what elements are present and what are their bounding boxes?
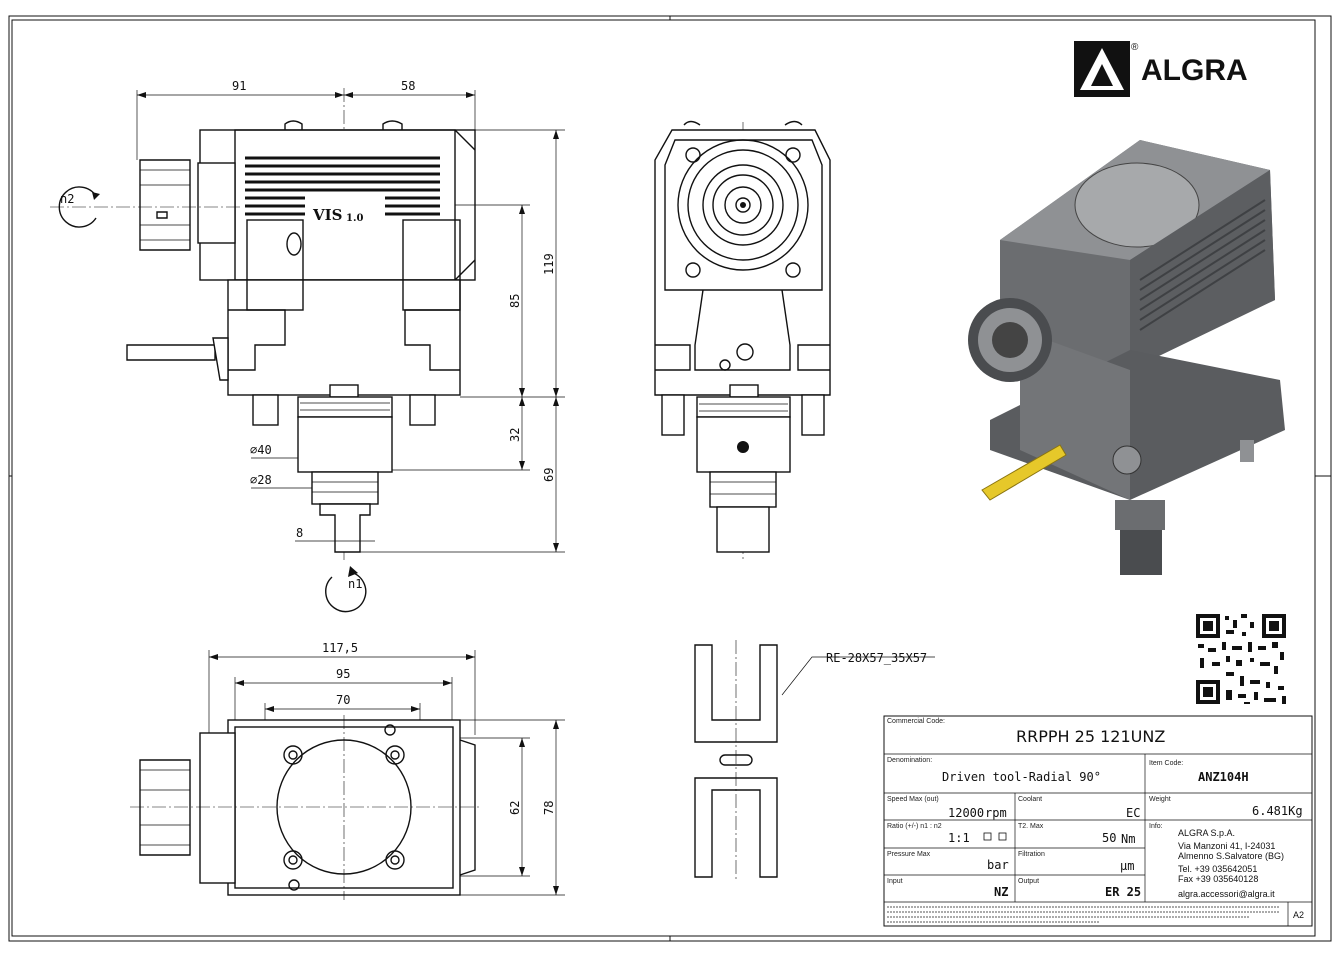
rotation-n2-icon: n2: [58, 186, 100, 228]
info-line-5: Fax +39 035640128: [1178, 874, 1258, 884]
info-line-2: Via Manzoni 41, I-24031: [1178, 841, 1275, 851]
dim-85: 85: [508, 294, 522, 308]
torque-label: T2. Max: [1018, 823, 1044, 830]
dim-dia-28: ∅28: [250, 473, 272, 487]
commercial-code: RRPPH 25 121UNZ: [1016, 727, 1165, 746]
pressure-label: Pressure Max: [887, 851, 931, 858]
output-value: ER 25: [1105, 885, 1141, 899]
coolant-value: EC: [1126, 806, 1140, 820]
speed-value: 12000: [948, 806, 984, 820]
n2-label: n2: [60, 192, 74, 206]
dim-117-5: 117,5: [322, 641, 358, 655]
logo-text: ALGRA: [1141, 54, 1248, 87]
pressure-unit: bar: [987, 858, 1009, 872]
input-label: Input: [887, 878, 903, 885]
inner-frame: [11, 19, 1316, 937]
speed-label: Speed Max (out): [887, 796, 939, 803]
legal-notice-lines: [887, 906, 1280, 923]
weight-label: Weight: [1149, 796, 1171, 803]
dim-dia-40: ∅40: [250, 443, 272, 457]
filtration-unit: µm: [1120, 859, 1134, 873]
torque-unit: Nm: [1121, 832, 1135, 846]
weight-value: 6.481Kg: [1252, 804, 1303, 818]
commercial-code-label: Commercial Code:: [887, 718, 945, 725]
ratio-label: Ratio (+/-) n1 : n2: [887, 823, 942, 830]
cooling-fins: [245, 156, 440, 216]
isometric-render: [968, 140, 1285, 575]
vis-marking: VIS: [312, 206, 343, 224]
ratio-value: 1:1: [948, 831, 970, 845]
dim-58: 58: [401, 79, 415, 93]
registered-mark: ®: [1131, 42, 1139, 53]
denomination-value: Driven tool-Radial 90°: [942, 770, 1101, 784]
qr-code-icon: [1196, 614, 1286, 704]
input-value: NZ: [994, 885, 1008, 899]
item-code-label: Item Code:: [1149, 760, 1183, 767]
vis-marking-version: 1.0: [346, 213, 363, 224]
algra-logo: ® ALGRA: [1074, 41, 1248, 97]
torque-value: 50: [1102, 831, 1116, 845]
dim-119: 119: [542, 253, 556, 275]
rotation-n1-icon: n1: [325, 566, 367, 613]
dim-78: 78: [542, 801, 556, 815]
n1-label: n1: [348, 577, 362, 591]
reduction-sleeve-view: RE-28X57_35X57: [694, 640, 935, 880]
dim-91: 91: [232, 79, 246, 93]
dim-70: 70: [336, 693, 350, 707]
info-line-1: ALGRA S.p.A.: [1178, 828, 1235, 838]
dim-69: 69: [542, 468, 556, 482]
top-view: 117,5 95 70 62 78: [130, 641, 565, 900]
info-line-3: Almenno S.Salvatore (BG): [1178, 851, 1284, 861]
side-view: [654, 120, 831, 560]
ratio-checkbox-plus: [983, 832, 992, 841]
coolant-label: Coolant: [1018, 796, 1042, 803]
sheet-size: A2: [1293, 910, 1304, 920]
dim-8: 8: [296, 526, 303, 540]
info-label: Info:: [1149, 823, 1163, 830]
ratio-checkbox-minus: [998, 832, 1007, 841]
dim-95: 95: [336, 667, 350, 681]
info-line-4: Tel. +39 035642051: [1178, 864, 1257, 874]
front-view: 91 58 VIS 1.0: [50, 79, 565, 613]
denomination-label: Denomination:: [887, 757, 932, 764]
reduction-label: RE-28X57_35X57: [826, 651, 927, 665]
speed-unit: rpm: [985, 806, 1007, 820]
dim-32: 32: [508, 428, 522, 442]
item-code-value: ANZ104H: [1198, 770, 1249, 784]
info-line-6: algra.accessori@algra.it: [1178, 889, 1275, 899]
dim-62: 62: [508, 801, 522, 815]
title-block: Commercial Code: RRPPH 25 121UNZ Denomin…: [883, 715, 1313, 927]
filtration-label: Filtration: [1018, 851, 1045, 858]
output-label: Output: [1018, 878, 1039, 885]
